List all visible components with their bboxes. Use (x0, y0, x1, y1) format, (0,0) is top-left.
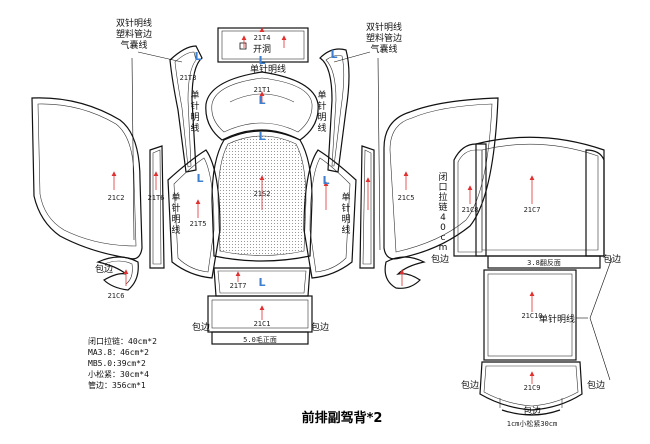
binding-c9-right: 包边 (587, 379, 605, 391)
label-21T5: 21T5 (190, 220, 207, 228)
callout-left-0: 双针明线 (116, 17, 152, 29)
label-21C2: 21C2 (108, 194, 125, 202)
piece-21C9 (479, 361, 583, 416)
callout-single-needle-top: 单针明线 (250, 63, 286, 75)
piece-right-outer-strip (585, 149, 605, 257)
callout-single-needle-right-v: 单针明线 (317, 89, 326, 134)
note-0: 闭口拉链：40cm*2 (88, 336, 157, 346)
piece-right-strip (359, 145, 375, 269)
callout-single-needle-t5: 单针明线 (171, 191, 180, 236)
label-21C1: 21C1 (254, 320, 271, 328)
binding-c1-right: 包边 (311, 321, 329, 333)
piece-21T3 (169, 45, 203, 173)
callout-left-1: 塑料管边 (116, 28, 152, 40)
label-21C5: 21C5 (398, 194, 415, 202)
piece-21T6 (149, 145, 165, 269)
leader-lines (131, 51, 613, 381)
note-3: 小松紧：30cm*4 (88, 369, 149, 379)
marker-L-0: L (258, 54, 265, 67)
callout-right-1: 塑料管边 (366, 32, 402, 44)
note-4: 管边：356cm*1 (88, 380, 146, 390)
piece-21T4 (217, 27, 309, 63)
label-21T1: 21T1 (254, 86, 271, 94)
binding-left: 包边 (95, 263, 113, 275)
labels-layer: 21T4 开洞 21T3 21T1 21S2 21T6 21T5 21T7 21C2 21C6 21… (88, 17, 621, 428)
piece-21C10 (483, 269, 577, 361)
marker-L-7: L (258, 276, 265, 289)
binding-right: 包边 (431, 253, 449, 265)
callout-single-needle-r5: 单针明线 (341, 191, 350, 236)
piece-right-hook (384, 256, 426, 289)
piece-21C1 (207, 295, 313, 345)
piece-21C5 (383, 97, 499, 260)
label-fur-50: 5.0毛正面 (243, 335, 277, 344)
label-21T4: 21T4 (254, 34, 271, 42)
label-21T3: 21T3 (180, 74, 197, 82)
marker-L-1: L (194, 50, 201, 63)
piece-21C7 (475, 136, 605, 257)
label-opening: 开洞 (253, 44, 271, 55)
label-facing-38: 3.8翻反面 (527, 258, 561, 267)
grain-arrows (111, 35, 535, 384)
marker-L-4: L (196, 172, 203, 185)
diagram-title: 前排副驾背*2 (302, 410, 383, 426)
piece-3.8-facing (487, 255, 601, 269)
binding-c7-right: 包边 (603, 253, 621, 265)
label-21S2: 21S2 (254, 190, 271, 198)
marker-L-5: L (322, 174, 329, 187)
label-21C6: 21C6 (108, 292, 125, 300)
label-21T7: 21T7 (230, 282, 247, 290)
callout-left-2: 气囊线 (120, 39, 147, 51)
note-1: MA3.8：46cm*2 (88, 348, 149, 357)
piece-right-airbag (319, 48, 350, 173)
label-21C9: 21C9 (524, 384, 541, 392)
label-21C8: 21C8 (462, 206, 479, 214)
binding-c9-bottom: 包边 (523, 405, 541, 417)
label-21T6: 21T6 (148, 194, 165, 202)
callout-single-needle-right: 单针明线 (539, 313, 575, 325)
label-21C7: 21C7 (524, 206, 541, 214)
marker-L-3: L (258, 130, 265, 143)
callout-right-0: 双针明线 (366, 21, 402, 33)
callout-right-2: 气囊线 (370, 43, 397, 55)
binding-c1-left: 包边 (192, 321, 210, 333)
note-2: MB5.0:39cm*2 (88, 359, 146, 368)
binding-c9-left: 包边 (461, 379, 479, 391)
marker-L-2: L (258, 94, 265, 107)
marker-L-6: L (330, 48, 337, 61)
label-elastic: 1cm小松紧30cm (507, 419, 558, 428)
label-21C10: 21C10 (521, 312, 542, 320)
callout-single-needle-left: 单针明线 (190, 89, 199, 134)
piece-21C2 (31, 97, 143, 260)
